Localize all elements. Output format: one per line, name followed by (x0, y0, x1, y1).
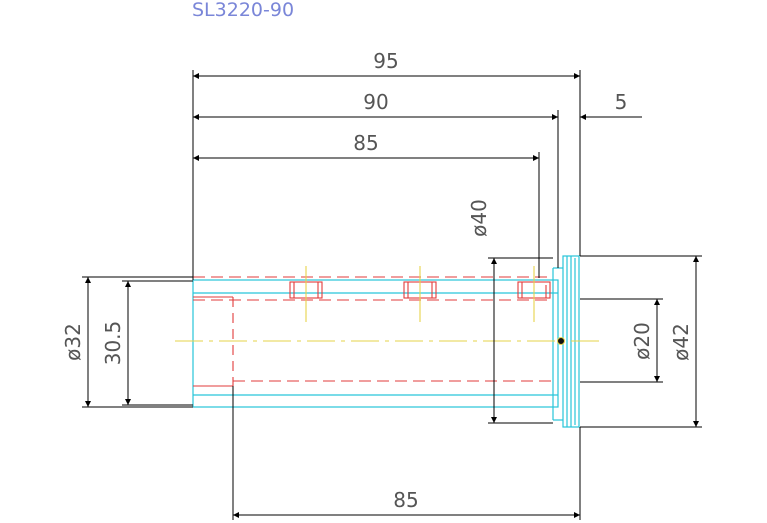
dim-5-label: 5 (615, 90, 628, 114)
dim-dia32-label: ø32 (61, 323, 85, 361)
dim-95-label: 95 (373, 49, 398, 73)
dim-85-bottom-label: 85 (393, 488, 418, 512)
dim-30-5-label: 30.5 (101, 321, 125, 366)
dimensions (82, 70, 702, 520)
dim-dia20-label: ø20 (630, 322, 654, 360)
dim-dia42-label: ø42 (669, 323, 693, 361)
center-lines (175, 266, 605, 345)
dim-dia40-label: ø40 (467, 199, 491, 237)
dim-85-top-label: 85 (353, 131, 378, 155)
drawing-title: SL3220-90 (192, 0, 294, 21)
dim-90-label: 90 (363, 90, 388, 114)
